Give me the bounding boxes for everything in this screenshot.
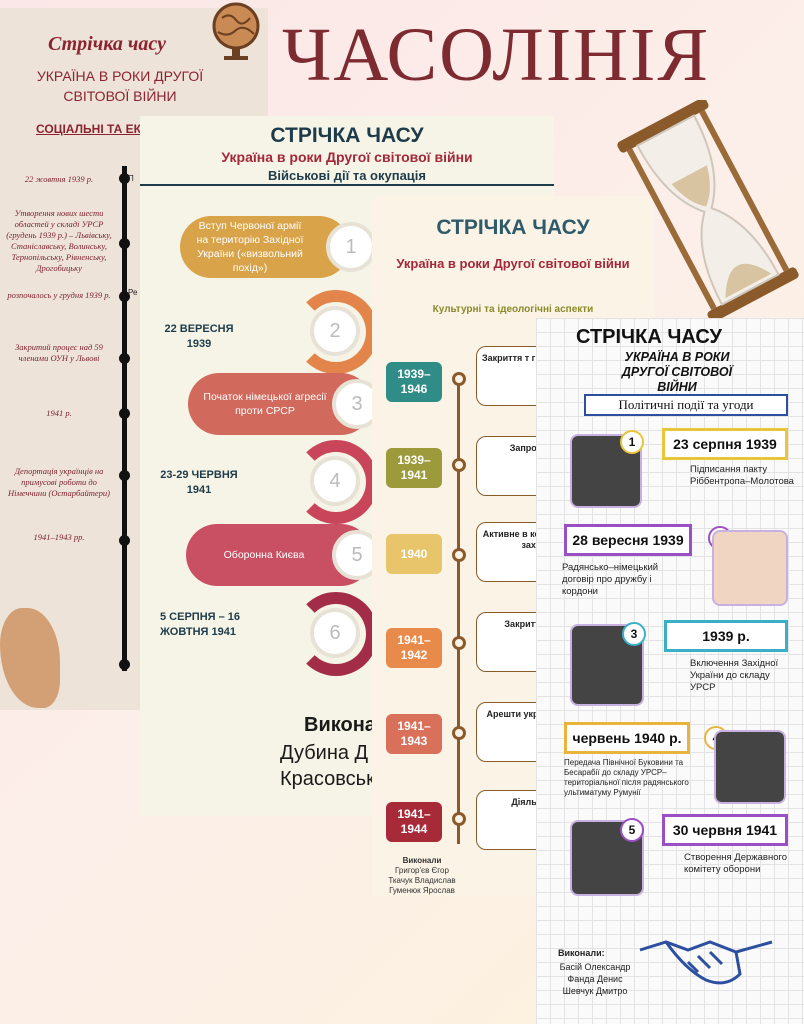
- event-desc-4: Передача Північної Буковини та Бесарабії…: [564, 758, 689, 797]
- poster1-event: 1941–1943 рр.: [33, 532, 85, 542]
- event-date-5: 30 червня 1941: [662, 814, 788, 846]
- poster3-author: Ткачук Владислав: [388, 876, 456, 885]
- poster3-caption: Культурні та ідеологічні аспекти: [432, 304, 594, 315]
- photo-bukovina: [714, 730, 786, 804]
- timeline-node: [452, 458, 466, 472]
- poster3-author: Григор'єв Єгор: [395, 866, 449, 875]
- poster-political: СТРІЧКА ЧАСУ УКРАЇНА В РОКИ ДРУГОЇ СВІТО…: [536, 318, 804, 1024]
- globe-icon: [212, 2, 260, 60]
- timeline-dot: [119, 408, 130, 419]
- step-number-2: 2: [310, 306, 360, 356]
- poster4-subtitle: УКРАЇНА В РОКИ ДРУГОЇ СВІТОВОЇ ВІЙНИ: [621, 350, 733, 394]
- poster1-event: Депортація українців на примусові роботи…: [7, 466, 111, 498]
- poster1-subtitle: УКРАЇНА В РОКИ ДРУГОЇ СВІТОВОЇ ВІЙНИ: [36, 68, 204, 104]
- poster1-event: Закритий процес над 59 членами ОУН у Льв…: [15, 342, 103, 363]
- poster3-authors-label: Виконали: [402, 856, 442, 865]
- year-badge: 1939–1946: [386, 362, 442, 402]
- timeline-date-2: 22 ВЕРЕСНЯ 1939: [164, 323, 234, 350]
- timeline-dot: [119, 353, 130, 364]
- poster1-event-side: П: [128, 174, 134, 183]
- map-blot-decoration: [0, 608, 60, 708]
- step-number-4: 4: [310, 456, 360, 506]
- poster2-title: СТРІЧКА ЧАСУ: [270, 124, 424, 147]
- timeline-node: [452, 636, 466, 650]
- event-date-1: 23 серпня 1939: [662, 428, 788, 460]
- poster3-title: СТРІЧКА ЧАСУ: [436, 216, 590, 239]
- timeline-node: [452, 372, 466, 386]
- event-date-3: 1939 р.: [664, 620, 788, 652]
- poster2-caption: Військові дії та окупація: [268, 168, 426, 183]
- timeline-date-4: 23-29 ЧЕРВНЯ 1941: [160, 469, 238, 496]
- poster2-author: Красовськ: [280, 768, 375, 790]
- year-badge: 1941–1942: [386, 628, 442, 668]
- poster1-event: 1941 р.: [46, 408, 72, 418]
- event-desc-3: Включення Західної України до складу УРС…: [690, 658, 779, 693]
- year-badge: 1941–1944: [386, 802, 442, 842]
- timeline-dot: [119, 535, 130, 546]
- step-badge-5: 5: [620, 818, 644, 842]
- handshake-icon: [639, 940, 773, 985]
- timeline-node: [452, 812, 466, 826]
- year-badge: 1941–1943: [386, 714, 442, 754]
- event-date-2: 28 вересня 1939: [564, 524, 692, 556]
- timeline-dot: [119, 173, 130, 184]
- timeline-dot: [119, 659, 130, 670]
- poster3-author: Гуменюк Ярослав: [389, 886, 455, 895]
- poster4-title: СТРІЧКА ЧАСУ: [576, 326, 722, 348]
- event-desc-2: Радянсько–німецький договір про дружбу і…: [562, 562, 659, 597]
- timeline-node: [452, 726, 466, 740]
- page-title: ЧАСОЛІНІЯ: [282, 13, 711, 97]
- timeline-node: [452, 548, 466, 562]
- poster1-event-side: Ре: [128, 288, 138, 297]
- event-desc-5: Створення Державного комітету оборони: [684, 852, 788, 875]
- year-badge: 1940: [386, 534, 442, 574]
- poster4-author: Басій Олександр: [559, 962, 631, 972]
- poster3-timeline-line: [457, 374, 460, 844]
- poster1-event: Утворення нових шести областей у складі …: [6, 208, 112, 273]
- poster1-section: СОЦІАЛЬНІ ТА ЕКОНО: [36, 122, 169, 136]
- poster4-author: Фанда Денис: [567, 974, 623, 984]
- divider: [140, 184, 554, 186]
- map-border-treaty: [712, 530, 788, 606]
- poster1-event: розпочалось у грудня 1939 р.: [7, 290, 111, 300]
- step-number-1: 1: [326, 222, 376, 272]
- poster2-authors-label: Викона: [304, 714, 376, 736]
- poster4-caption: Політичні події та угоди: [584, 394, 788, 416]
- poster3-subtitle: Україна в роки Другої світової війни: [396, 256, 630, 271]
- year-badge: 1939–1941: [386, 448, 442, 488]
- step-badge-3: 3: [622, 622, 646, 646]
- poster2-author: Дубина Д: [280, 742, 369, 764]
- timeline-dot: [119, 291, 130, 302]
- step-number-6: 6: [310, 608, 360, 658]
- poster1-title: Стрічка часу: [48, 33, 166, 55]
- timeline-dot: [119, 470, 130, 481]
- hourglass-icon: [617, 100, 799, 320]
- timeline-dot: [119, 238, 130, 249]
- event-desc-1: Підписання пакту Ріббентропа–Молотова: [690, 464, 794, 487]
- poster4-authors-label: Виконали:: [558, 948, 605, 958]
- poster1-event: 22 жовтня 1939 р.: [24, 174, 94, 184]
- timeline-date-6: 5 СЕРПНЯ – 16 ЖОВТНЯ 1941: [160, 611, 241, 638]
- event-date-4: червень 1940 р.: [564, 722, 690, 754]
- poster2-subtitle: Україна в роки Другої світової війни: [221, 149, 473, 165]
- step-badge-1: 1: [620, 430, 644, 454]
- poster4-author: Шевчук Дмитро: [562, 986, 628, 996]
- timeline-pill-1: Вступ Червоної армії на територію Західн…: [180, 216, 350, 278]
